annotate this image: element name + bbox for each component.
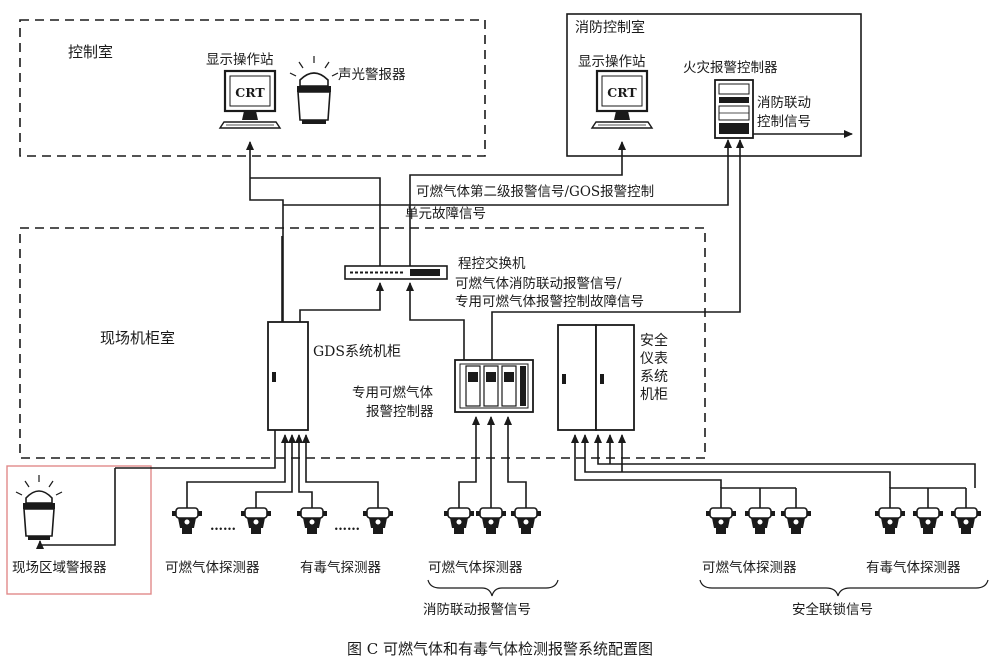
dedicated-controller-label-1: 专用可燃气体	[352, 384, 433, 401]
combustible-detector-icon	[475, 507, 507, 535]
detector-a2-line	[255, 434, 296, 508]
fire-linkage-signal-label-1: 消防联动	[757, 95, 811, 111]
gds-to-switch-line	[299, 282, 384, 322]
combustible-detector-icon	[744, 507, 776, 535]
ellipsis-b: ……	[334, 519, 360, 534]
controller-to-fire-alarm-line	[491, 139, 744, 360]
detector-a3-line	[295, 434, 313, 508]
second-level-alarm-label-1: 可燃气体第二级报警信号/GOS报警控制	[416, 183, 654, 200]
detector-a4-line	[302, 434, 379, 508]
sis-cabinet-label-1: 安全	[640, 332, 668, 349]
sis-cabinet-icon	[557, 324, 635, 431]
figure-caption: 图 C 可燃气体和有毒气体检测报警系统配置图	[347, 640, 653, 658]
toxic-detector-icon	[950, 507, 982, 535]
toxic-detector-icon	[296, 507, 328, 535]
fire-alarm-controller-icon	[714, 79, 754, 139]
crt-right-text: CRT	[607, 85, 637, 100]
audio-visual-alarm-icon	[289, 56, 339, 124]
field-cabinet-room-label: 现场机柜室	[100, 329, 175, 347]
toxic-detector-icon	[874, 507, 906, 535]
switch-signal-label-2: 专用可燃气体报警控制故障信号	[455, 293, 644, 310]
combustible-detector-icon	[705, 507, 737, 535]
second-level-alarm-label-2: 单元故障信号	[405, 206, 486, 222]
detector-b3-line	[504, 416, 527, 508]
safety-interlock-brace	[699, 579, 989, 597]
crt-left-text: CRT	[235, 85, 265, 100]
field-area-alarm-label: 现场区域警报器	[12, 560, 107, 576]
toxic-detector-c-label: 有毒气体探测器	[866, 560, 961, 576]
switch-to-fire-crt-line	[409, 141, 626, 266]
combustible-detector-icon	[510, 507, 542, 535]
field-area-alarm-highlight	[6, 465, 152, 595]
combustible-detector-c-label: 可燃气体探测器	[702, 559, 797, 576]
sis-cabinet-label-3: 系统	[640, 369, 668, 385]
toxic-detector-icon	[912, 507, 944, 535]
control-room-label: 控制室	[68, 43, 113, 61]
toxic-detector-icon	[362, 507, 394, 535]
combustible-detector-a-label: 可燃气体探测器	[165, 559, 260, 576]
combustible-detector-icon	[171, 507, 203, 535]
sis-cabinet-label-2: 仪表	[640, 351, 668, 367]
toxic-detector-a-label: 有毒气探测器	[300, 560, 381, 576]
switch-icon	[344, 265, 448, 280]
display-station-right-label: 显示操作站	[578, 54, 646, 70]
detector-b1-line	[458, 416, 480, 508]
sis-cabinet-label-4: 机柜	[640, 387, 668, 403]
combustible-detector-icon	[240, 507, 272, 535]
fire-linkage-brace	[427, 579, 559, 597]
detector-c-to-sis-line-3	[594, 434, 976, 488]
field-area-alarm-icon	[15, 475, 63, 540]
detector-a1-line	[186, 434, 289, 508]
detector-c-to-sis-line-1	[571, 434, 722, 488]
gds-to-control-crt-line	[246, 141, 284, 322]
controller-to-switch-line	[406, 282, 465, 360]
fire-linkage-signal-label-2: 控制信号	[757, 114, 811, 130]
combustible-detector-icon	[780, 507, 812, 535]
field-cabinet-room-boundary	[19, 227, 706, 459]
switch-to-control-crt-line	[250, 177, 381, 266]
combustible-detector-b-label: 可燃气体探测器	[428, 559, 523, 576]
gds-to-fire-alarm-line	[283, 139, 732, 206]
switch-signal-label-1: 可燃气体消防联动报警信号/	[455, 275, 622, 292]
fire-alarm-controller-label: 火灾报警控制器	[683, 59, 778, 76]
field-alarm-drop-line	[36, 468, 116, 549]
fire-control-room-label: 消防控制室	[575, 19, 645, 36]
dedicated-controller-icon	[454, 359, 534, 413]
combustible-detector-icon	[443, 507, 475, 535]
detector-c-bus-1	[720, 487, 796, 508]
switch-label: 程控交换机	[458, 255, 526, 272]
safety-interlock-signal-label: 安全联锁信号	[792, 601, 873, 618]
fire-linkage-alarm-signal-label: 消防联动报警信号	[423, 602, 531, 618]
dedicated-controller-label-2: 报警控制器	[366, 404, 434, 420]
display-station-left-label: 显示操作站	[206, 52, 274, 68]
gds-cabinet-handle	[272, 372, 276, 382]
detector-c-to-sis-line-2	[581, 434, 891, 488]
control-room-boundary	[19, 19, 486, 157]
audio-visual-alarm-label: 声光警报器	[338, 67, 406, 83]
gds-to-field-alarm-line	[115, 430, 276, 469]
ellipsis-a: ……	[210, 519, 236, 534]
gds-cabinet-label: GDS系统机柜	[313, 344, 401, 360]
